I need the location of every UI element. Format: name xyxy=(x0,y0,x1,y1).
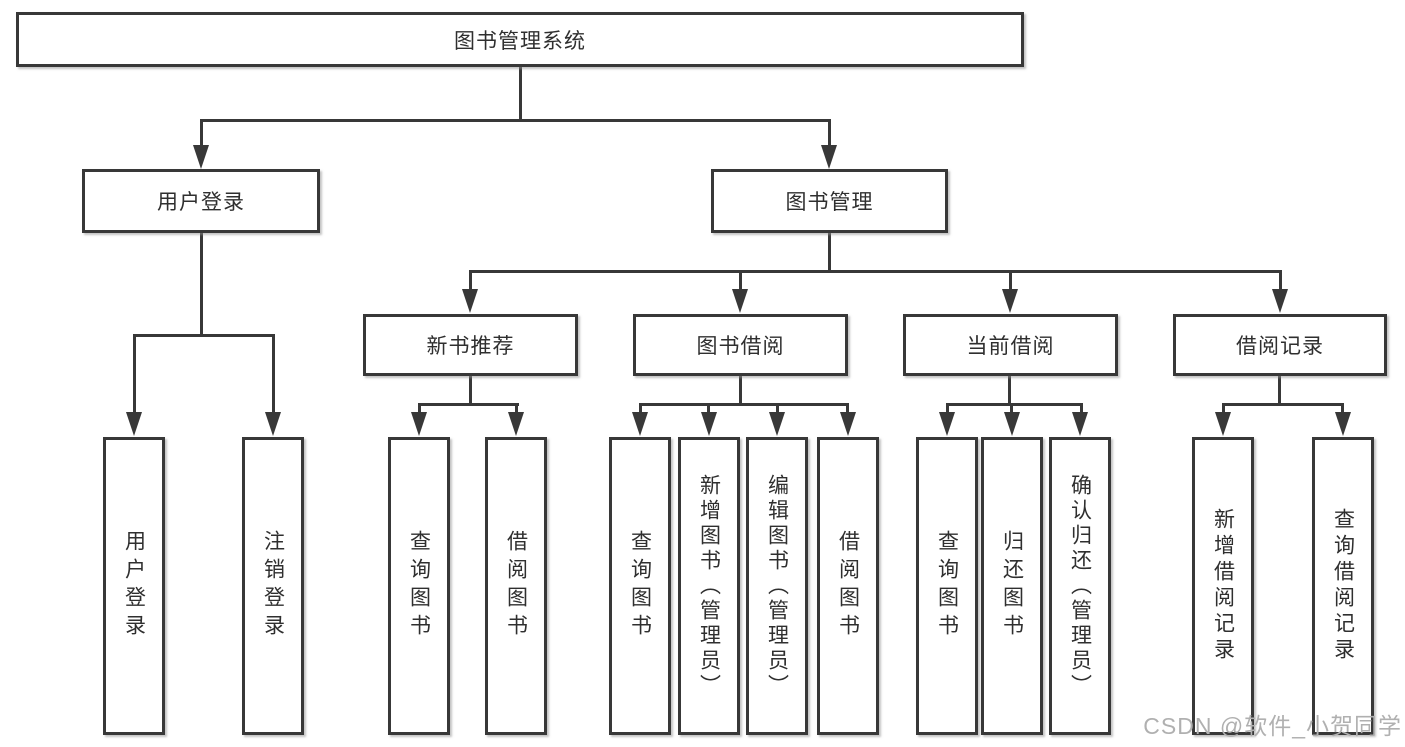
leaf-br-add-record-label: 新增借阅记录 xyxy=(1211,508,1235,664)
connector-drop-leaf-logout xyxy=(272,334,275,414)
connector-drop-cb-return xyxy=(1010,403,1013,414)
leaf-cb-confirm-return-admin: 确认归还（管理员） xyxy=(1049,437,1111,735)
node-root: 图书管理系统 xyxy=(16,12,1024,67)
arrow-down-bb-borrow xyxy=(840,412,856,436)
arrow-down-leaf-user-login xyxy=(126,412,142,436)
node-borrow-records: 借阅记录 xyxy=(1173,314,1387,376)
leaf-br-add-record: 新增借阅记录 xyxy=(1192,437,1254,735)
connector-userlogin-stem xyxy=(200,232,203,336)
connector-drop-borrow-records xyxy=(1279,270,1282,291)
connector-newbook-bus xyxy=(418,403,519,406)
connector-bookborrow-stem xyxy=(739,375,742,406)
arrow-down-nb-query xyxy=(411,412,427,436)
arrow-down-cb-return xyxy=(1004,412,1020,436)
arrow-down-br-query xyxy=(1335,412,1351,436)
arrow-down-cb-query xyxy=(939,412,955,436)
leaf-user-login: 用户登录 xyxy=(103,437,165,735)
connector-drop-user-login xyxy=(200,119,203,148)
connector-bookmgmt-stem xyxy=(828,232,831,273)
csdn-watermark: CSDN @软件_小贺同学 xyxy=(1143,713,1402,739)
connector-newbook-stem xyxy=(469,375,472,406)
arrow-down-cb-confirm xyxy=(1072,412,1088,436)
leaf-bb-borrow-books-label: 借阅图书 xyxy=(836,530,860,642)
leaf-nb-query-books: 查询图书 xyxy=(388,437,450,735)
arrow-down-borrow-records xyxy=(1272,289,1288,313)
arrow-down-br-add xyxy=(1215,412,1231,436)
connector-drop-nb-query xyxy=(418,403,421,414)
connector-drop-nb-borrow xyxy=(515,403,518,414)
leaf-cb-confirm-return-admin-label: 确认归还（管理员） xyxy=(1068,473,1092,699)
connector-drop-bb-query xyxy=(639,403,642,414)
connector-drop-br-add xyxy=(1222,403,1225,414)
connector-drop-bb-borrow xyxy=(846,403,849,414)
connector-drop-leaf-user-login xyxy=(133,334,136,414)
connector-drop-cb-confirm xyxy=(1080,403,1083,414)
arrow-down-book-borrow xyxy=(732,289,748,313)
connector-drop-br-query xyxy=(1341,403,1344,414)
node-new-book-recommend: 新书推荐 xyxy=(363,314,578,376)
connector-userlogin-bus xyxy=(133,334,275,337)
connector-root-bus xyxy=(200,119,831,122)
connector-drop-bb-add xyxy=(707,403,710,414)
arrow-down-bb-query xyxy=(632,412,648,436)
leaf-bb-add-books-admin: 新增图书（管理员） xyxy=(678,437,740,735)
leaf-nb-borrow-books-label: 借阅图书 xyxy=(504,530,528,642)
leaf-cb-return-books: 归还图书 xyxy=(981,437,1043,735)
connector-currentborrow-stem xyxy=(1008,375,1011,406)
connector-bookborrow-bus xyxy=(639,403,849,406)
arrow-down-book-management xyxy=(821,145,837,169)
leaf-logout: 注销登录 xyxy=(242,437,304,735)
leaf-bb-edit-books-admin-label: 编辑图书（管理员） xyxy=(765,473,789,699)
arrow-down-nb-borrow xyxy=(508,412,524,436)
connector-bookmgmt-bus xyxy=(469,270,1282,273)
leaf-logout-label: 注销登录 xyxy=(261,530,285,642)
connector-drop-cb-query xyxy=(946,403,949,414)
arrow-down-current-borrow xyxy=(1002,289,1018,313)
leaf-cb-return-books-label: 归还图书 xyxy=(1000,530,1024,642)
leaf-bb-borrow-books: 借阅图书 xyxy=(817,437,879,735)
node-current-borrow: 当前借阅 xyxy=(903,314,1118,376)
leaf-nb-borrow-books: 借阅图书 xyxy=(485,437,547,735)
leaf-br-query-record-label: 查询借阅记录 xyxy=(1331,508,1355,664)
node-book-management: 图书管理 xyxy=(711,169,948,233)
arrow-down-leaf-logout xyxy=(265,412,281,436)
connector-borrowrecords-bus xyxy=(1222,403,1344,406)
leaf-br-query-record: 查询借阅记录 xyxy=(1312,437,1374,735)
connector-root-stem xyxy=(519,66,522,121)
node-book-borrow: 图书借阅 xyxy=(633,314,848,376)
arrow-down-bb-add xyxy=(701,412,717,436)
arrow-down-user-login xyxy=(193,145,209,169)
leaf-cb-query-books: 查询图书 xyxy=(916,437,978,735)
arrow-down-new-book xyxy=(462,289,478,313)
connector-drop-bb-edit xyxy=(776,403,779,414)
leaf-bb-query-books: 查询图书 xyxy=(609,437,671,735)
connector-drop-book-management xyxy=(828,119,831,148)
leaf-nb-query-books-label: 查询图书 xyxy=(407,530,431,642)
node-user-login: 用户登录 xyxy=(82,169,320,233)
arrow-down-bb-edit xyxy=(769,412,785,436)
connector-borrowrecords-stem xyxy=(1278,375,1281,406)
connector-drop-new-book xyxy=(469,270,472,291)
leaf-bb-add-books-admin-label: 新增图书（管理员） xyxy=(697,473,721,699)
leaf-user-login-label: 用户登录 xyxy=(122,530,146,642)
leaf-bb-edit-books-admin: 编辑图书（管理员） xyxy=(746,437,808,735)
leaf-cb-query-books-label: 查询图书 xyxy=(935,530,959,642)
connector-drop-book-borrow xyxy=(739,270,742,291)
leaf-bb-query-books-label: 查询图书 xyxy=(628,530,652,642)
connector-currentborrow-bus xyxy=(946,403,1083,406)
connector-drop-current-borrow xyxy=(1009,270,1012,291)
